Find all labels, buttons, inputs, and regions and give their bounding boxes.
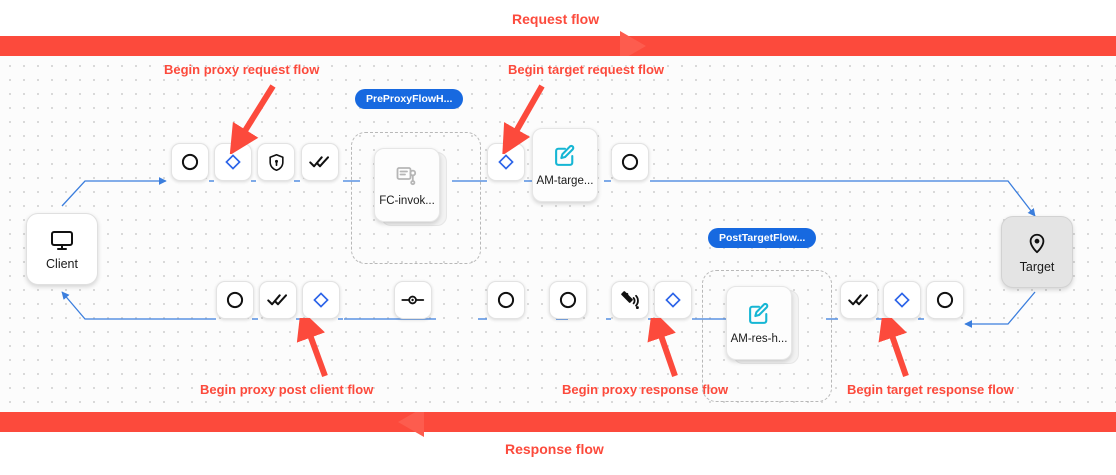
response-node-diamond-2[interactable] <box>654 281 692 319</box>
diagram-surface: Client Target <box>0 56 1116 412</box>
diamond-icon <box>664 291 682 309</box>
policy-am-res-hook[interactable]: AM-res-h... <box>726 286 792 360</box>
annotation-label-begin-proxy-request-flow: Begin proxy request flow <box>164 62 320 77</box>
response-node-circle-1[interactable] <box>216 281 254 319</box>
double-check-icon <box>848 291 870 309</box>
request-node-diamond-2[interactable] <box>487 143 525 181</box>
double-check-icon <box>309 153 331 171</box>
request-node-circle-2[interactable] <box>611 143 649 181</box>
assign-message-icon <box>747 301 772 326</box>
circle-icon <box>225 290 245 310</box>
group-badge-posttargetflowhook[interactable]: PostTargetFlow... <box>708 228 817 248</box>
response-node-flow-node[interactable] <box>394 281 432 319</box>
response-flow-label: Response flow <box>505 441 604 457</box>
diamond-icon <box>893 291 911 309</box>
diamond-icon <box>497 153 515 171</box>
response-node-circle-2[interactable] <box>487 281 525 319</box>
endpoint-client[interactable]: Client <box>26 213 98 285</box>
endpoint-target[interactable]: Target <box>1001 216 1073 288</box>
response-flow-banner <box>0 407 1116 437</box>
response-node-diamond-3[interactable] <box>883 281 921 319</box>
policy-fc-invoke[interactable]: FC-invok... <box>374 148 440 222</box>
circle-icon <box>180 152 200 172</box>
request-node-diamond-1[interactable] <box>214 143 252 181</box>
double-check-icon <box>267 291 289 309</box>
response-node-circle-4[interactable] <box>926 281 964 319</box>
diamond-icon <box>224 153 242 171</box>
response-node-circle-3[interactable] <box>549 281 587 319</box>
circle-icon <box>935 290 955 310</box>
request-node-double-check-1[interactable] <box>301 143 339 181</box>
endpoint-client-label: Client <box>46 256 78 271</box>
response-flow-arrowhead <box>398 407 424 437</box>
location-pin-icon <box>1026 231 1048 255</box>
annotation-label-begin-proxy-post-client-flow: Begin proxy post client flow <box>200 382 374 397</box>
circle-icon <box>558 290 578 310</box>
signal-icon <box>619 289 642 312</box>
circle-icon <box>620 152 640 172</box>
group-posttargetflowhook <box>702 270 832 402</box>
annotation-label-begin-target-request-flow: Begin target request flow <box>508 62 665 77</box>
request-flow-label: Request flow <box>512 11 600 27</box>
diamond-icon <box>312 291 330 309</box>
request-node-shield-lock[interactable] <box>257 143 295 181</box>
endpoint-target-label: Target <box>1019 259 1055 274</box>
assign-message-icon <box>553 143 578 168</box>
annotation-label-begin-target-response-flow: Begin target response flow <box>847 382 1014 397</box>
request-node-circle-1[interactable] <box>171 143 209 181</box>
policy-am-res-hook-label: AM-res-h... <box>730 333 788 345</box>
annotation-label-begin-proxy-response-flow: Begin proxy response flow <box>562 382 729 397</box>
connector-lines <box>61 177 1036 328</box>
flow-callout-icon <box>395 164 419 188</box>
group-preproxyflowhook <box>351 132 481 264</box>
response-node-double-check-2[interactable] <box>840 281 878 319</box>
policy-am-target-label: AM-targe... <box>536 175 594 187</box>
response-node-double-check-1[interactable] <box>259 281 297 319</box>
response-node-signal[interactable] <box>611 281 649 319</box>
monitor-icon <box>49 228 75 252</box>
request-flow-banner <box>0 31 1116 61</box>
flow-node-icon <box>401 293 425 307</box>
policy-fc-invoke-label: FC-invok... <box>379 194 435 207</box>
policy-am-target[interactable]: AM-targe... <box>532 128 598 202</box>
response-node-diamond-1[interactable] <box>302 281 340 319</box>
circle-icon <box>496 290 516 310</box>
shield-lock-icon <box>267 152 286 173</box>
group-badge-preproxyflowhook[interactable]: PreProxyFlowH... <box>355 89 464 109</box>
